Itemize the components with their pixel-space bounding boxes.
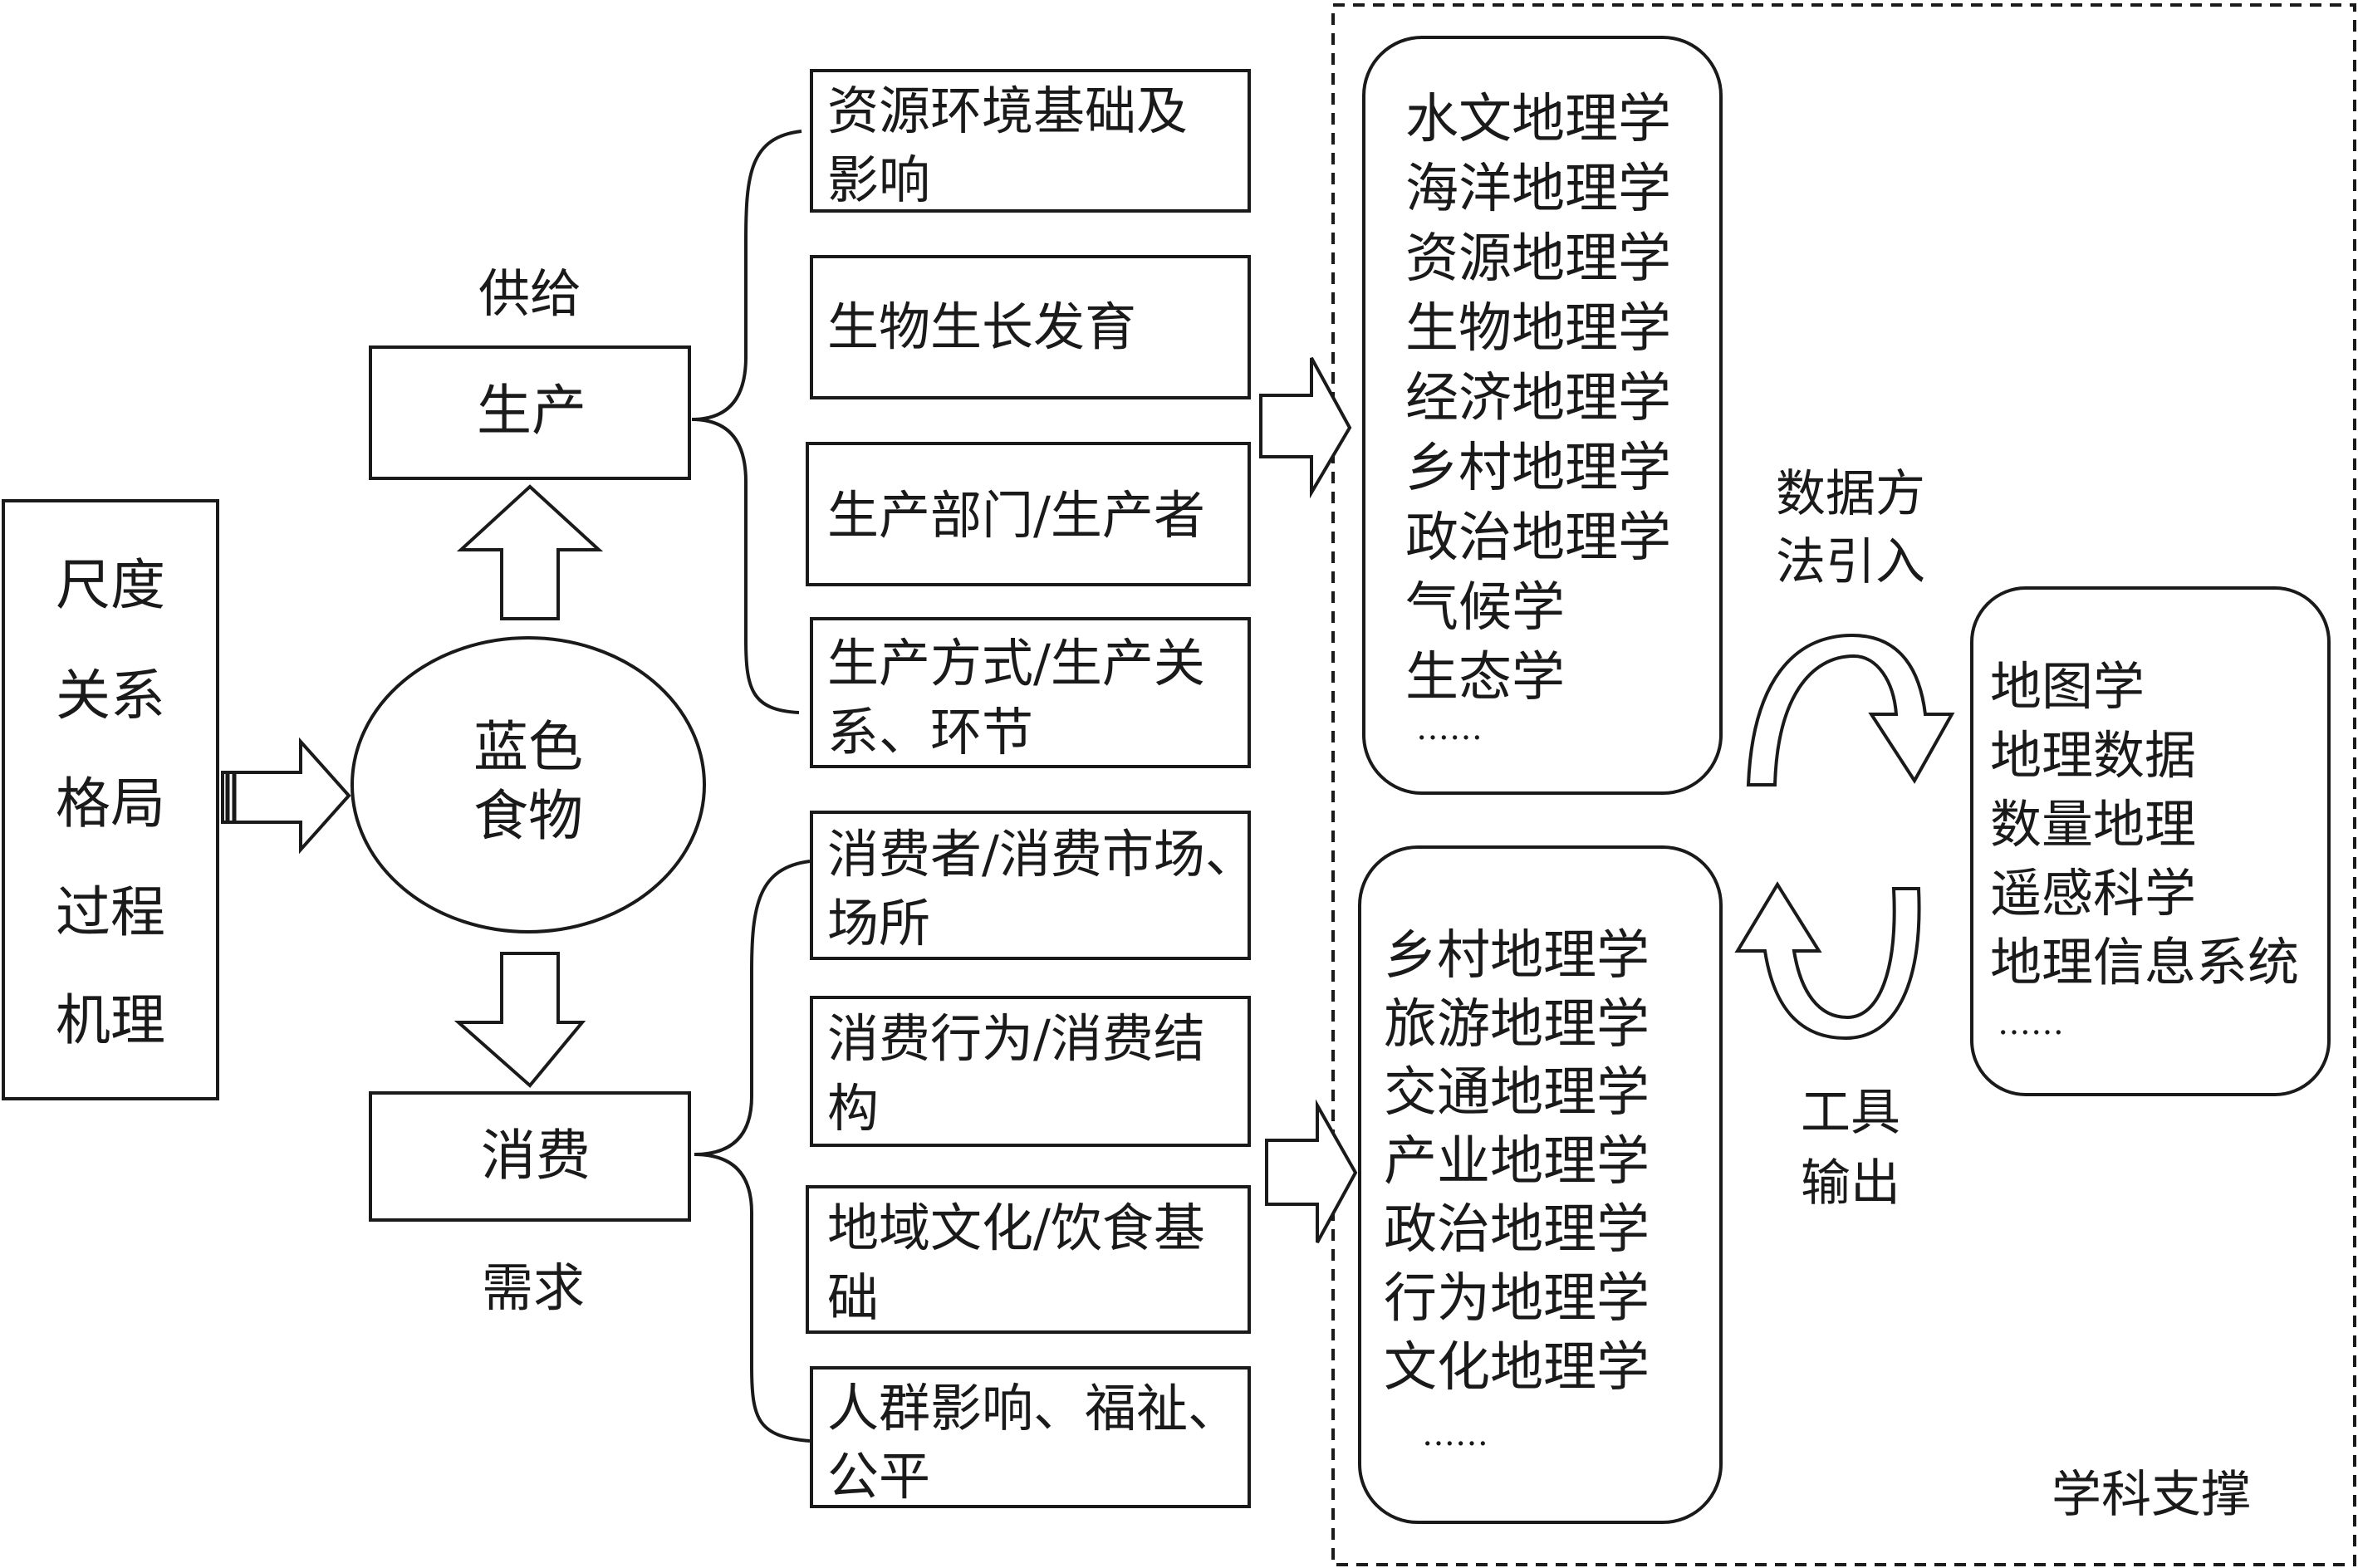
discipline-item: 生态学 [1405, 647, 1565, 708]
left-box-item: 关系 [56, 664, 165, 728]
demand-item-line1: 消费行为/消费结 [827, 1008, 1205, 1069]
supply-item-line1: 生物生长发育 [827, 296, 1136, 357]
data-intro-label-line1: 数据方 [1776, 465, 1925, 523]
tool-item: 数量地理 [1990, 794, 2196, 855]
tool-item: 地图学 [1990, 656, 2145, 717]
supply-item: 生产部门/生产者 [806, 442, 1251, 586]
demand-item: 人群影响、福祉、 公平 [810, 1366, 1251, 1508]
supply-item-line2: 影响 [827, 149, 930, 210]
demand-item: 消费者/消费市场、 场所 [810, 811, 1257, 960]
center-label-line1: 蓝色 [473, 715, 583, 779]
supply-item-line2: 系、环节 [827, 702, 1033, 762]
demand-disciplines-box: 乡村地理学 旅游地理学 交通地理学 产业地理学 政治地理学 行为地理学 文化地理… [1358, 845, 1723, 1524]
supply-item-line1: 资源环境基础及 [827, 81, 1188, 141]
discipline-item: …… [1422, 1415, 1488, 1453]
discipline-item: 旅游地理学 [1384, 994, 1650, 1056]
left-to-center-arrow [221, 737, 351, 855]
supply-item-line1: 生产方式/生产关 [827, 633, 1205, 693]
demand-item-line2: 础 [827, 1267, 879, 1328]
supply-item-line1: 生产部门/生产者 [827, 485, 1205, 546]
tool-item: 地理信息系统 [1990, 932, 2299, 992]
discipline-item: 水文地理学 [1405, 89, 1671, 150]
supply-item: 生物生长发育 [810, 255, 1251, 399]
discipline-support-frame [1331, 3, 2356, 1566]
discipline-item: 资源地理学 [1405, 228, 1671, 290]
discipline-item: 经济地理学 [1405, 368, 1671, 429]
tool-output-arrow [1734, 881, 1921, 1041]
demand-brace [694, 860, 811, 1443]
tool-item: 地理数据 [1990, 725, 2196, 786]
left-box-item: 格局 [56, 772, 165, 835]
left-box-item: 机理 [56, 988, 165, 1052]
support-label: 学科支撑 [2052, 1466, 2251, 1524]
demand-item-line1: 消费者/消费市场、 [827, 824, 1257, 884]
left-box-item: 尺度 [56, 553, 165, 617]
discipline-item: 气候学 [1405, 577, 1565, 639]
tool-item: 遥感科学 [1990, 863, 2196, 924]
demand-label: 需求 [482, 1257, 585, 1318]
data-intro-label-line2: 法引入 [1776, 533, 1925, 591]
discipline-item: 海洋地理学 [1405, 159, 1671, 220]
data-intro-arrow [1746, 633, 1955, 786]
demand-item-line1: 地域文化/饮食基 [827, 1198, 1205, 1258]
demand-item-line2: 构 [827, 1078, 879, 1139]
left-box-item: 过程 [56, 880, 165, 944]
supply-to-discipline-arrow [1259, 357, 1352, 499]
supply-label: 供给 [478, 263, 581, 324]
discipline-item: …… [1416, 709, 1483, 747]
discipline-item: 政治地理学 [1405, 507, 1671, 569]
center-circle: 蓝色 食物 [351, 636, 706, 933]
discipline-item: 政治地理学 [1384, 1199, 1650, 1261]
supply-disciplines-box: 水文地理学 海洋地理学 资源地理学 生物地理学 经济地理学 乡村地理学 政治地理… [1362, 36, 1723, 795]
left-box: 尺度 关系 格局 过程 机理 [2, 499, 219, 1100]
production-box: 生产 [369, 345, 691, 480]
tools-box: 地图学 地理数据 数量地理 遥感科学 地理信息系统 …… [1970, 586, 2331, 1096]
discipline-item: 产业地理学 [1384, 1131, 1650, 1193]
production-label: 生产 [477, 379, 586, 443]
supply-brace [691, 130, 802, 714]
discipline-item: 乡村地理学 [1405, 438, 1671, 499]
consumption-box: 消费 [369, 1091, 691, 1222]
tool-item: …… [1998, 1004, 2064, 1042]
demand-item-line2: 场所 [827, 893, 930, 953]
center-label-line2: 食物 [473, 784, 583, 848]
discipline-item: 行为地理学 [1384, 1268, 1650, 1330]
tool-output-label-line2: 输出 [1801, 1154, 1900, 1213]
demand-item: 消费行为/消费结 构 [810, 996, 1251, 1147]
discipline-item: 文化地理学 [1384, 1337, 1650, 1399]
discipline-item: 交通地理学 [1384, 1062, 1650, 1124]
supply-item: 生产方式/生产关 系、环节 [810, 617, 1251, 768]
up-arrow [456, 484, 604, 620]
supply-item: 资源环境基础及 影响 [810, 69, 1251, 213]
demand-item-line1: 人群影响、福祉、 [827, 1378, 1239, 1438]
discipline-item: 乡村地理学 [1384, 925, 1650, 987]
consumption-label: 消费 [481, 1124, 591, 1188]
demand-item-line2: 公平 [827, 1446, 930, 1507]
demand-to-discipline-arrow [1265, 1099, 1358, 1243]
tool-output-label-line1: 工具 [1801, 1084, 1900, 1142]
discipline-item: 生物地理学 [1405, 298, 1671, 360]
down-arrow [453, 952, 586, 1088]
demand-item: 地域文化/饮食基 础 [806, 1185, 1251, 1334]
